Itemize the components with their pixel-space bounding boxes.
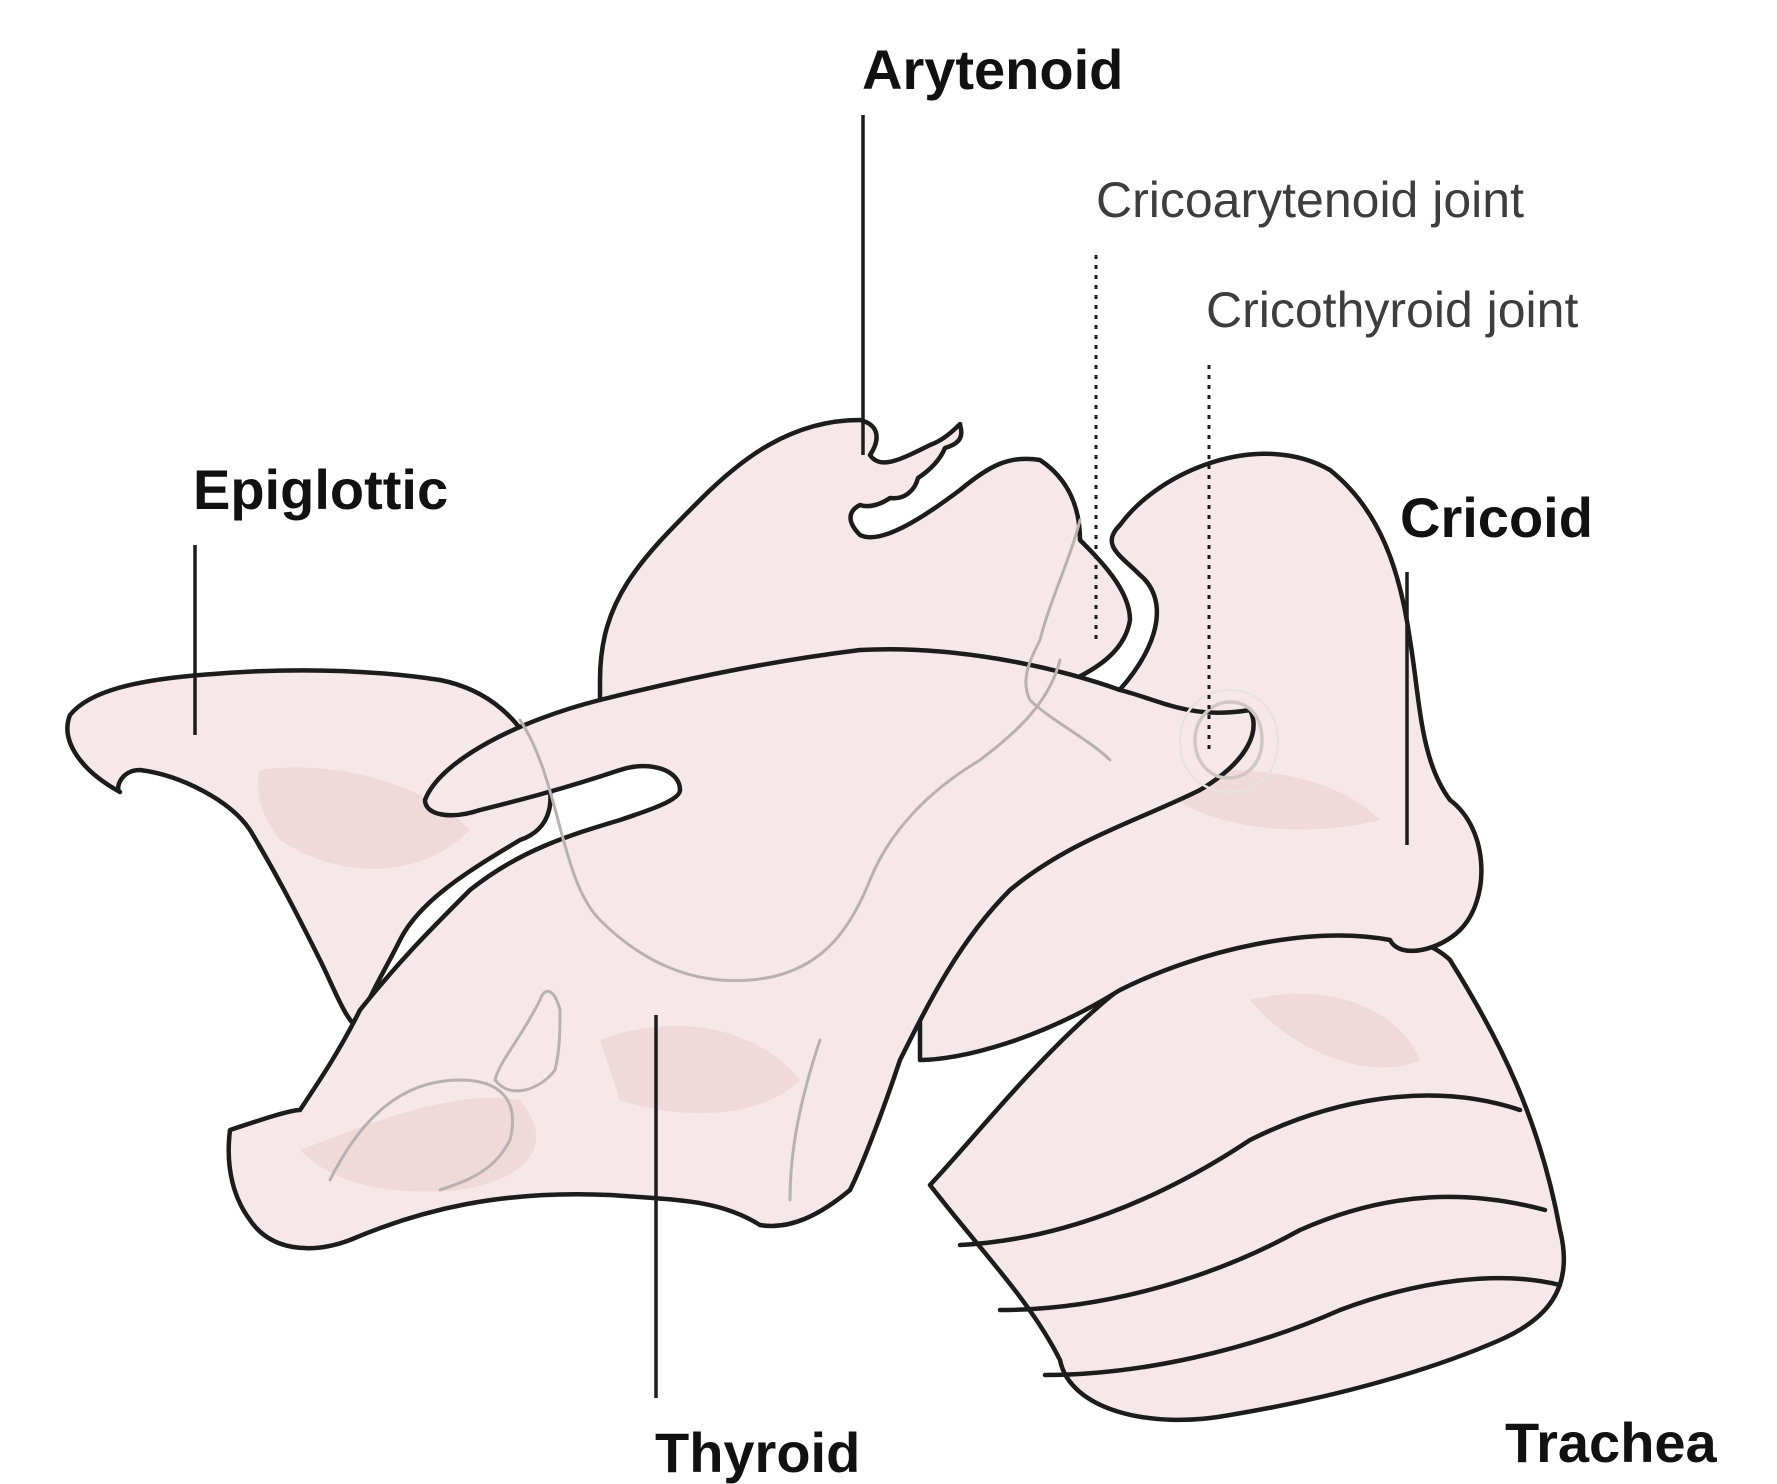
label-cricoid: Cricoid — [1400, 490, 1593, 546]
label-epiglottic: Epiglottic — [193, 462, 448, 518]
label-cricoarytenoid-joint: Cricoarytenoid joint — [1096, 175, 1524, 225]
label-thyroid: Thyroid — [655, 1425, 860, 1481]
label-trachea: Trachea — [1505, 1415, 1717, 1471]
label-arytenoid: Arytenoid — [862, 42, 1123, 98]
label-cricothyroid-joint: Cricothyroid joint — [1206, 285, 1578, 335]
